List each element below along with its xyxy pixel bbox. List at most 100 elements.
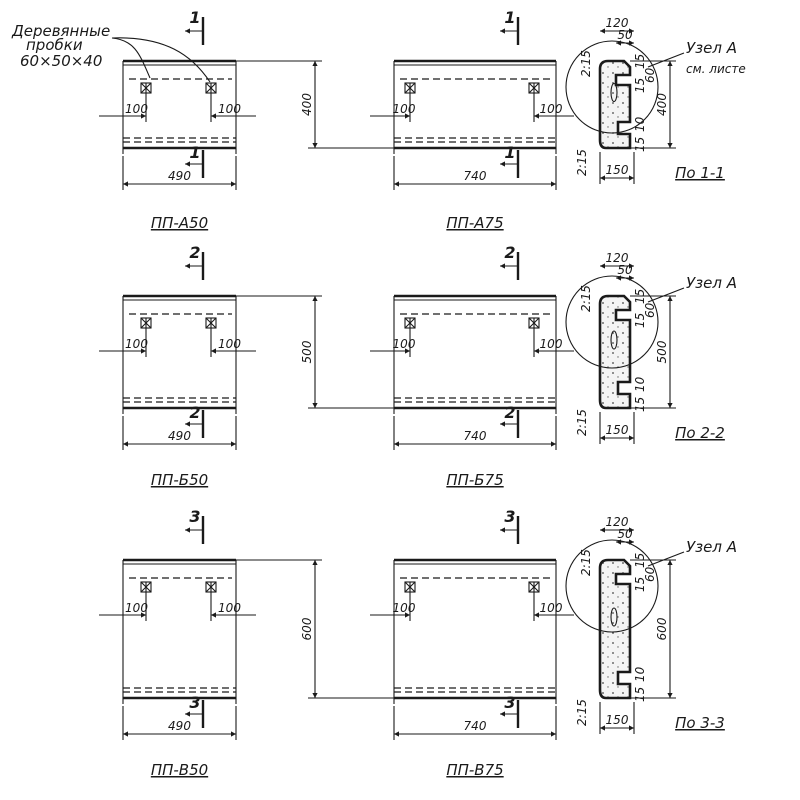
offset-left-label: 100 <box>125 102 148 116</box>
arrow-head <box>616 539 621 545</box>
offset-right-label: 100 <box>540 102 563 116</box>
section-profile <box>598 294 632 410</box>
offset-left-label: 100 <box>125 601 148 615</box>
panel-title: ПП-Б75 <box>446 471 503 489</box>
cut-mark-bottom-short: 3 <box>185 693 205 728</box>
section-title: По 2-2 <box>675 424 725 442</box>
arrow-head <box>667 296 673 301</box>
panel-title: ПП-А75 <box>446 214 503 232</box>
offset-right-label: 100 <box>218 601 241 615</box>
arrow-head <box>600 435 605 441</box>
arrow-head <box>312 296 318 301</box>
arrow-head <box>629 539 634 545</box>
arrow-head <box>629 40 634 46</box>
cut-mark-top-short: 1 <box>185 8 205 45</box>
section-title: По 3-3 <box>675 714 725 732</box>
sec-slope-top-label: 2:15 <box>579 285 593 312</box>
cut-number: 2 <box>504 403 515 422</box>
sec-b1-label: 10 <box>633 376 647 392</box>
wooden-plugs-note: Деревянные пробки 60×50×40 <box>11 22 211 83</box>
cut-mark-bottom-short: 1 <box>185 143 205 178</box>
sec-height-dim-label: 400 <box>655 93 669 116</box>
sec-wbottom-dim-label: 150 <box>606 713 629 727</box>
offset-right-label: 100 <box>218 337 241 351</box>
arrow-head <box>185 711 190 717</box>
arrow-head <box>667 143 673 148</box>
width-dim-label: 740 <box>464 169 487 183</box>
sec-wtop-dim-label: 120 <box>606 515 629 529</box>
arrow-head <box>141 612 146 618</box>
arrow-head <box>185 421 190 427</box>
arrow-head <box>534 348 539 354</box>
arrow-head <box>185 263 190 269</box>
sec-slope-bottom-label: 2:15 <box>575 699 589 726</box>
sec-d3-label: 15 <box>633 313 647 328</box>
height-dim-label: 600 <box>300 617 314 640</box>
width-dim-label: 490 <box>168 429 191 443</box>
arrow-head <box>141 113 146 119</box>
arrow-head <box>551 181 556 187</box>
width-dim-label: 740 <box>464 719 487 733</box>
arrow-head <box>551 441 556 447</box>
arrow-head <box>616 275 621 281</box>
sec-height-dim-label: 500 <box>655 340 669 363</box>
arrow-head <box>616 40 621 46</box>
panel-title: ПП-В75 <box>446 761 503 779</box>
node-a-label: Узел А <box>686 39 737 57</box>
arrow-head <box>500 28 505 34</box>
panel-title: ПП-А50 <box>151 214 208 232</box>
cut-number: 1 <box>504 143 515 162</box>
arrow-head <box>500 527 505 533</box>
arrow-head <box>231 181 236 187</box>
arrow-head <box>394 731 399 737</box>
node-a-label: Узел А <box>686 538 737 556</box>
node-a-circle <box>565 275 659 369</box>
node-a-circle <box>565 539 659 633</box>
arrow-head <box>394 441 399 447</box>
arrow-head <box>405 348 410 354</box>
offset-right-label: 100 <box>540 601 563 615</box>
panel-title: ПП-Б50 <box>151 471 208 489</box>
arrow-head <box>600 175 605 181</box>
cut-mark-bottom-long: 1 <box>500 143 520 178</box>
arrow-head <box>123 441 128 447</box>
arrow-head <box>629 435 634 441</box>
arrow-head <box>211 113 216 119</box>
cut-number: 3 <box>189 693 200 712</box>
cut-mark-top-short: 2 <box>185 243 205 280</box>
sec-d3-label: 15 <box>633 78 647 93</box>
section-profile <box>598 59 632 150</box>
sec-wmid-dim-label: 50 <box>617 28 633 42</box>
cut-number: 3 <box>504 507 515 526</box>
offset-right-label: 100 <box>218 102 241 116</box>
arrow-head <box>231 731 236 737</box>
sec-wtop-dim-label: 120 <box>606 251 629 265</box>
sec-wmid-dim-label: 50 <box>617 527 633 541</box>
cut-number: 1 <box>504 8 515 27</box>
offset-left-label: 100 <box>393 601 416 615</box>
arrow-head <box>123 731 128 737</box>
cut-number: 1 <box>189 143 200 162</box>
cut-mark-bottom-long: 2 <box>500 403 520 438</box>
arrow-head <box>405 113 410 119</box>
cut-number: 2 <box>189 403 200 422</box>
cut-number: 2 <box>504 243 515 262</box>
sec-d3-label: 15 <box>633 577 647 592</box>
sec-slope-bottom-label: 2:15 <box>575 149 589 176</box>
sec-slope-bottom-label: 2:15 <box>575 409 589 436</box>
note-leader-2 <box>111 37 211 83</box>
sec-b2-label: 15 <box>633 687 647 702</box>
arrow-head <box>600 263 605 269</box>
cut-mark-top-short: 3 <box>185 507 205 544</box>
arrow-head <box>600 725 605 731</box>
arrow-head <box>123 181 128 187</box>
cut-mark-top-long: 3 <box>500 507 520 544</box>
sec-slope-top-label: 2:15 <box>579 549 593 576</box>
arrow-head <box>500 263 505 269</box>
offset-left-label: 100 <box>125 337 148 351</box>
offset-left-label: 100 <box>393 337 416 351</box>
cut-mark-top-long: 1 <box>500 8 520 45</box>
